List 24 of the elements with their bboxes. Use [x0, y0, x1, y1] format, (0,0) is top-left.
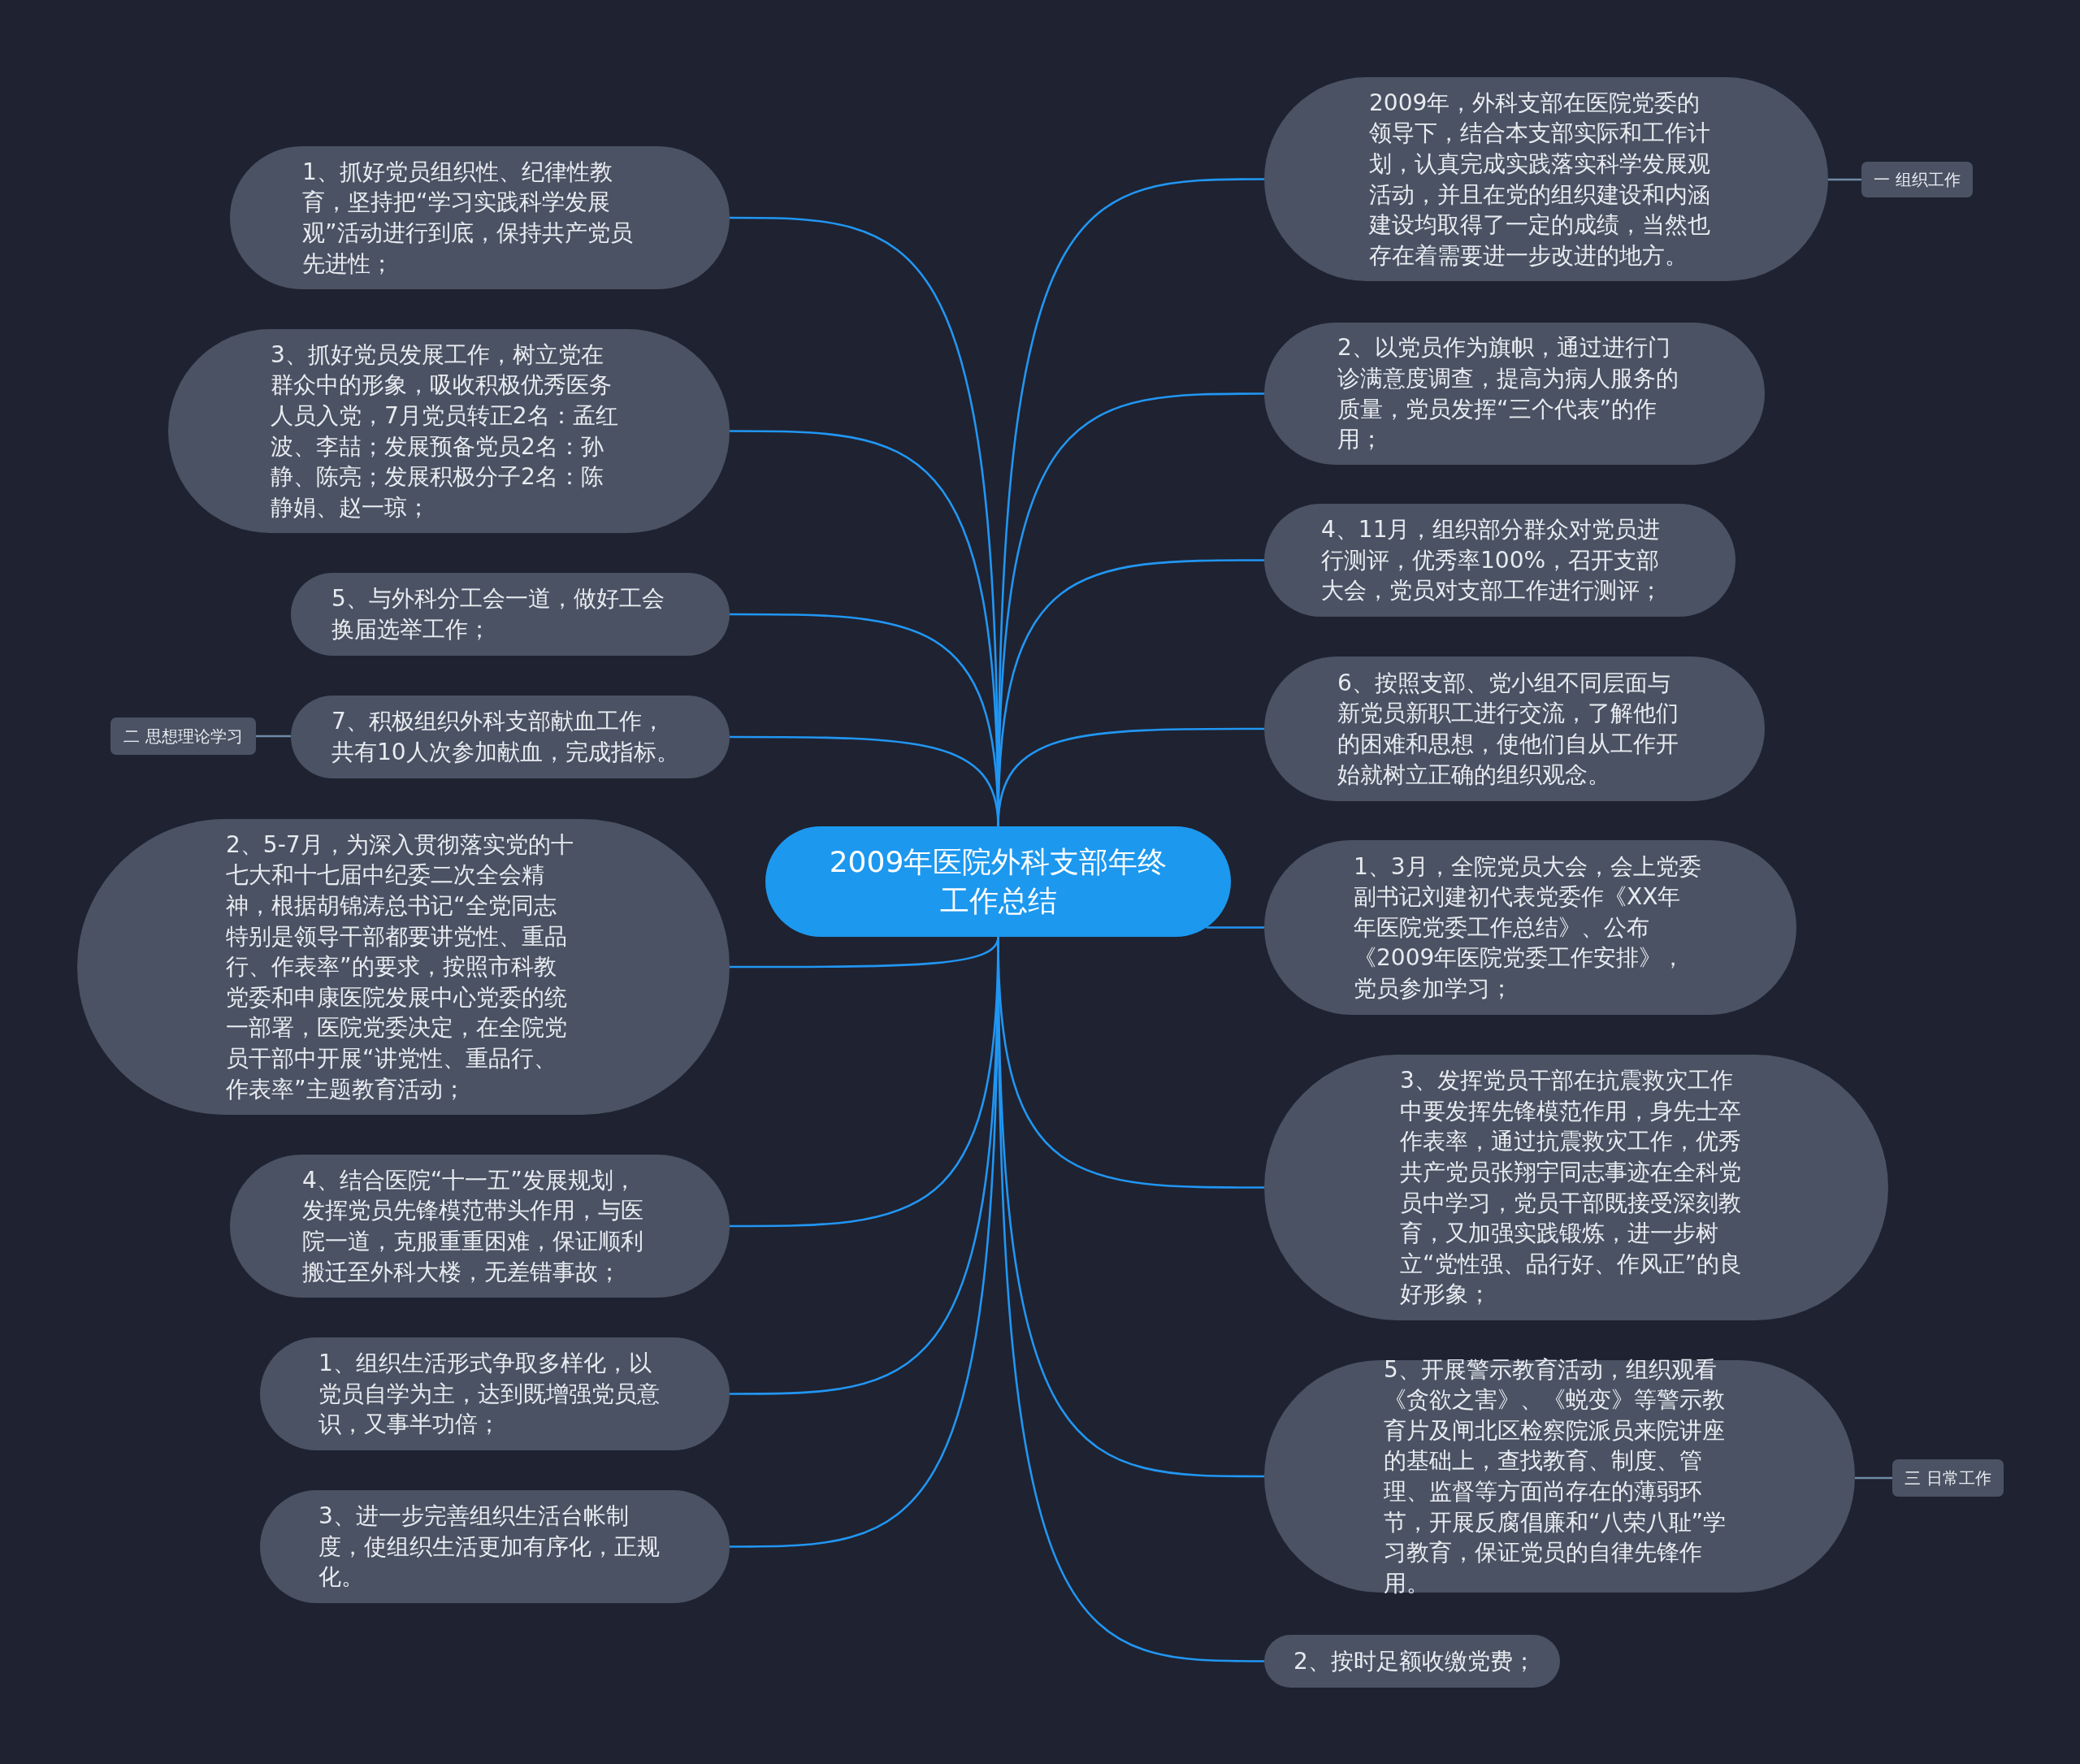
topic-bubble: 2、5-7月，为深入贯彻落实党的十七大和十七届中纪委二次全会精神，根据胡锦涛总书记“全党同志特别是领导干部都要讲党性、重品行、作表率”的要求，按照市科教党委和申康医院发展中心党委的统一部署，医院党委决定，在全院党员干部中开展“讲党性、重品行、作表率”主题教育活动； [77, 819, 730, 1115]
connector-line [1206, 926, 1264, 929]
topic-bubble: 2、按时足额收缴党费； [1264, 1635, 1560, 1688]
central-topic: 2009年医院外科支部年终工作总结 [765, 826, 1231, 937]
topic-bubble: 3、抓好党员发展工作，树立党在群众中的形象，吸收积极优秀医务人员入党，7月党员转正2名：孟红波、李喆；发展预备党员2名：孙静、陈亮；发展积极分子2名：陈静娟、赵一琼； [168, 329, 730, 533]
topic-bubble: 2、以党员作为旗帜，通过进行门诊满意度调查，提高为病人服务的质量，党员发挥“三个代表”的作用； [1264, 323, 1765, 465]
topic-bubble: 1、组织生活形式争取多样化，以党员自学为主，达到既增强党员意识，又事半功倍； [260, 1337, 730, 1450]
connector-line [1828, 178, 1861, 181]
topic-bubble: 3、进一步完善组织生活台帐制度，使组织生活更加有序化，正规化。 [260, 1490, 730, 1603]
topic-bubble: 6、按照支部、党小组不同层面与新党员新职工进行交流，了解他们的困难和思想，使他们自从工作开始就树立正确的组织观念。 [1264, 657, 1765, 801]
topic-bubble: 1、抓好党员组织性、纪律性教育，坚持把“学习实践科学发展观”活动进行到底，保持共产党员先进性； [230, 146, 730, 289]
branch-label: 三 日常工作 [1892, 1459, 2004, 1497]
topic-bubble: 5、与外科分工会一道，做好工会换届选举工作； [291, 573, 730, 656]
topic-bubble: 3、发挥党员干部在抗震救灾工作中要发挥先锋模范作用，身先士卒作表率，通过抗震救灾工作，优秀共产党员张翔宇同志事迹在全科党员中学习，党员干部既接受深刻教育，又加强实践锻炼，进一步树立“党性强、品行好、作风正”的良好形象； [1264, 1055, 1888, 1320]
connector-line [1855, 1476, 1892, 1480]
connector-line [997, 727, 1264, 827]
branch-label: 一 组织工作 [1861, 162, 1973, 197]
branch-label: 二 思想理论学习 [110, 717, 256, 755]
connector-line [256, 735, 291, 738]
topic-bubble: 2009年，外科支部在医院党委的领导下，结合本支部实际和工作计划，认真完成实践落实科学发展观活动，并且在党的组织建设和内涵建设均取得了一定的成绩，当然也存在着需要进一步改进的地方。 [1264, 77, 1828, 281]
topic-bubble: 7、积极组织外科支部献血工作，共有10人次参加献血，完成指标。 [291, 696, 730, 778]
topic-bubble: 4、11月，组织部分群众对党员进行测评，优秀率100%，召开支部大会，党员对支部工作进行测评； [1264, 504, 1736, 617]
topic-bubble: 1、3月，全院党员大会，会上党委副书记刘建初代表党委作《XX年年医院党委工作总结》、公布《2009年医院党委工作安排》，党员参加学习； [1264, 840, 1796, 1015]
topic-bubble: 4、结合医院“十一五”发展规划，发挥党员先锋模范带头作用，与医院一道，克服重重困难，保证顺利搬迁至外科大楼，无差错事故； [230, 1155, 730, 1298]
